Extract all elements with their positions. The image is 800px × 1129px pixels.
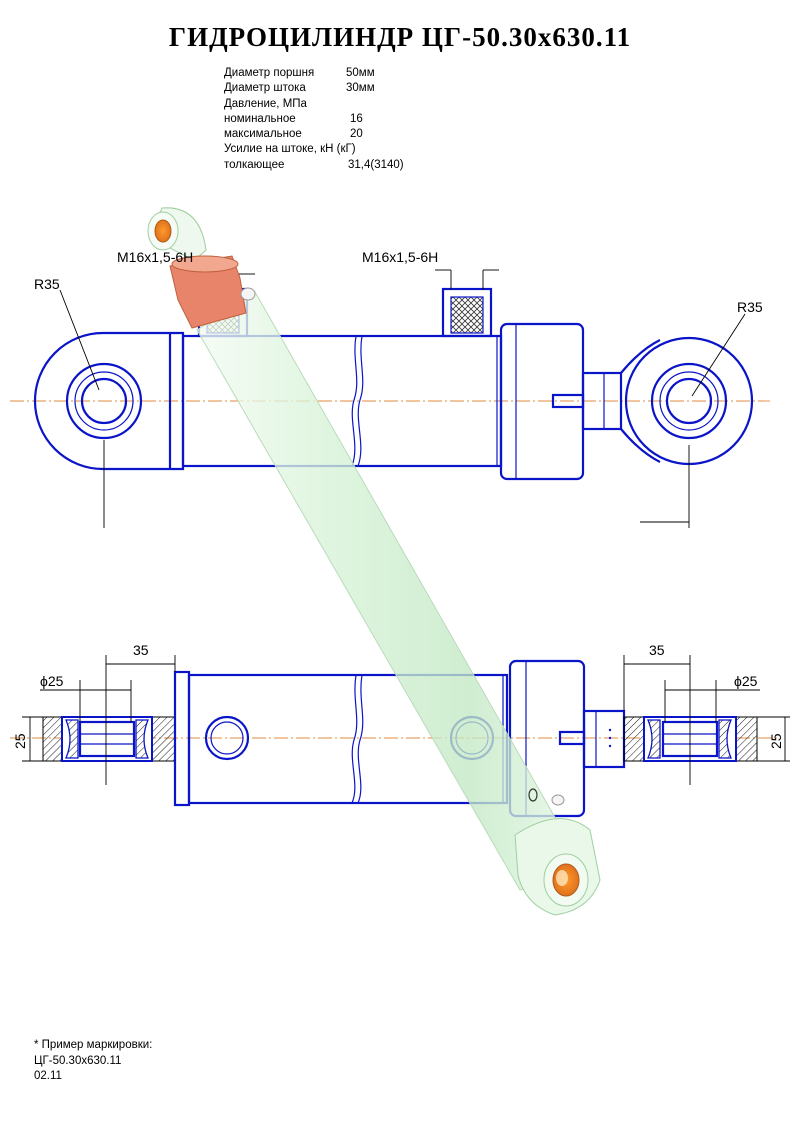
marking-example: * Пример маркировки: ЦГ-50.30х630.11 02.… [34,1038,152,1085]
spec-value: 16 [350,112,363,125]
spec-value: 20 [350,128,363,141]
diameter-label-left: ϕ25 [40,673,64,689]
height-label-left: 25 [12,733,28,749]
spec-label: максимальное [224,128,302,141]
dim-35-right: 35 [649,642,665,658]
spec-label: Давление, МПа [224,97,307,110]
r35-right-leader [691,313,746,397]
r35-left-leader [59,289,100,391]
footer-line: * Пример маркировки: [34,1039,153,1051]
spec-value: 31,4(3140) [348,158,404,171]
radius-label-left: R35 [34,276,60,292]
spec-value: 30мм [346,82,375,95]
dimension-lines-bottom [22,655,790,785]
diameter-label-right: ϕ25 [734,673,758,689]
spec-label: толкающее [224,158,285,171]
height-label-right: 25 [768,733,784,749]
footer-line: 02.11 [34,1070,62,1082]
left-eye-bottom [42,670,191,807]
radius-label-right: R35 [737,299,763,315]
left-eye-top [33,331,185,471]
spec-label: Усилие на штоке, кН (кГ) [224,143,356,156]
port-right-top [435,269,499,338]
right-eye-bottom [623,716,758,762]
spec-label: Диаметр штока [224,82,306,95]
top-view [10,269,770,528]
thread-label-right: M16x1,5-6H [362,249,438,265]
dimension-labels: M16x1,5-6H M16x1,5-6H R35 R35 35 35 ϕ25 … [12,249,784,749]
drawing-title: ГИДРОЦИЛИНДР ЦГ-50.30х630.11 [168,22,632,52]
dim-35-left: 35 [133,642,149,658]
thread-label-left: M16x1,5-6H [117,249,193,265]
footer-line: ЦГ-50.30х630.11 [34,1054,122,1067]
spec-label: Диаметр поршня [224,67,315,79]
rod-3d-overlay [147,207,601,916]
rod-end-top [581,339,661,463]
gland-head-top [499,322,585,481]
spec-value: 50мм [346,67,375,79]
spec-label: номинальное [224,112,296,125]
